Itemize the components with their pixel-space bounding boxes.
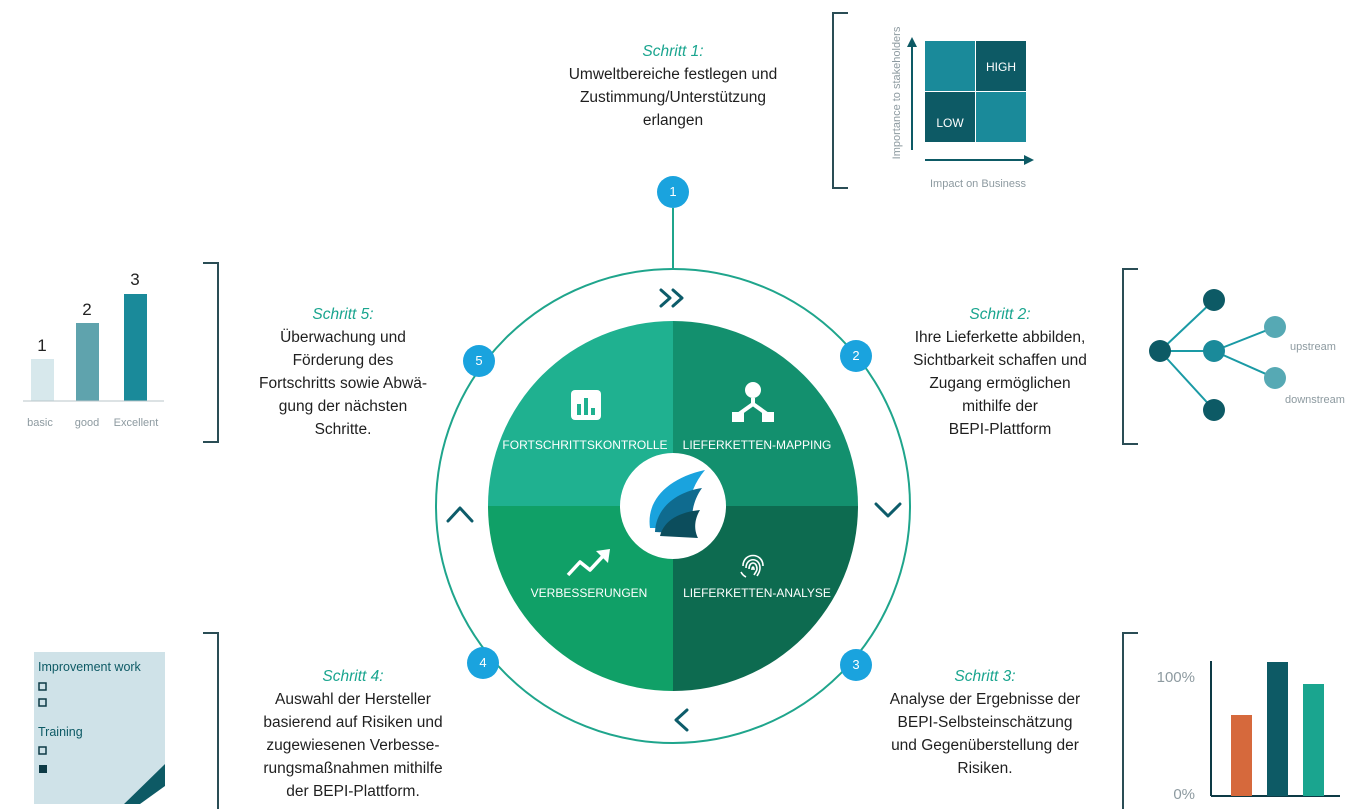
downstream-label: downstream [1285,394,1345,406]
bracket-step4 [203,632,219,809]
step-5-line: Fortschritts sowie Abwä- [259,375,427,392]
checkbox-icon [38,682,47,691]
step-2-line: Ihre Lieferkette abbilden, [914,329,1086,346]
step-4-text: Schritt 4: Auswahl der Hersteller basier… [228,665,478,803]
step-1-title: Schritt 1: [642,43,704,60]
step-4-title: Schritt 4: [322,668,384,685]
step-1-line: Zustimmung/Unterstützung [579,89,767,106]
result-bars: 100% 0% [1157,661,1340,803]
bars-top-label: 100% [1157,669,1195,686]
step-4-line: basierend auf Risiken und [263,714,443,731]
step-2-marker: 2 [840,340,872,372]
step-1-text: Schritt 1: Umweltbereiche festlegen und … [540,40,806,132]
step-4-marker: 4 [467,647,499,679]
step-3-line: BEPI-Selbsteinschätzung [897,714,1073,731]
arrow-right-icon [1024,155,1034,165]
step-1-line: Umweltbereiche festlegen und [568,66,778,83]
checkbox-checked-icon [39,765,47,773]
step-2-line: BEPI-Plattform [948,421,1052,438]
step-4-line: der BEPI-Plattform. [286,783,420,800]
step-5-marker: 5 [463,345,495,377]
supply-chain-tree [1149,289,1286,421]
matrix-x-label: Impact on Business [930,178,1026,190]
step-5-line: Schritte. [314,421,372,438]
checklist-title-training: Training [38,725,83,739]
level-basic-label: basic [27,417,53,429]
bracket-step5 [203,262,219,443]
bracket-step1 [832,12,848,189]
quadrant-analysis [673,506,858,691]
chevron-down-icon [874,502,902,518]
level-excellent-label: Excellent [114,417,159,429]
level-bars: 1 2 3 basic good Excellent [23,270,164,429]
checklist-note: Improvement work Training [34,652,165,804]
quadrant-improvements-label: VERBESSERUNGEN [531,586,648,600]
trend-up-icon [566,549,610,577]
step-4-line: zugewiesenen Verbesse- [266,737,440,754]
step-3-line: Analyse der Ergebnisse der [889,691,1081,708]
checkbox-icon [38,698,47,707]
checklist-title-improvement: Improvement work [38,660,142,674]
bracket-step2 [1122,268,1138,445]
quadrant-analysis-label: LIEFERKETTEN-ANALYSE [683,586,831,600]
step-5-text: Schritt 5: Überwachung und Förderung des… [218,303,468,441]
matrix-high: HIGH [986,60,1016,74]
level-3-value: 3 [130,270,139,289]
quadrant-mapping-label: LIEFERKETTEN-MAPPING [683,438,832,452]
chevron-right-icon [671,288,684,308]
step-4-line: Auswahl der Hersteller [275,691,431,708]
quadrant-improvements [488,506,673,691]
step-5-title: Schritt 5: [312,306,374,323]
step-1-line: erlangen [642,112,704,129]
step-3-line: Risiken. [957,760,1013,777]
step-4-line: rungsmaßnahmen mithilfe [263,760,443,777]
bepi-logo-icon [649,470,705,538]
checkbox-icon [38,746,47,755]
chevron-right-icon [659,288,672,308]
bars-bottom-label: 0% [1173,786,1195,803]
step-2-line: Sichtbarkeit schaffen und [913,352,1087,369]
quadrant-progress-label: FORTSCHRITTSKONTROLLE [502,438,667,452]
outer-ring [435,268,911,744]
step-1-marker: 1 [657,176,689,208]
chevron-up-icon [446,506,474,523]
fingerprint-icon [740,554,764,578]
matrix-low: LOW [936,116,964,130]
step-5-line: gung der nächsten [278,398,408,415]
network-icon [732,382,774,422]
step-2-line: mithilfe der [962,398,1038,415]
chevron-left-icon [674,708,689,732]
level-1-value: 1 [37,336,46,355]
step-3-title: Schritt 3: [954,668,1016,685]
bar-chart-icon [571,390,601,420]
level-2-value: 2 [82,300,91,319]
step-5-line: Überwachung und [280,329,406,346]
step-5-line: Förderung des [292,352,394,369]
matrix-y-label: Importance to stakeholders [891,26,903,159]
bracket-step3 [1122,632,1138,809]
materiality-matrix: HIGH LOW Impact on Business Importance t… [891,26,1034,190]
step-2-text: Schritt 2: Ihre Lieferkette abbilden, Si… [875,303,1125,441]
level-good-label: good [75,417,99,429]
arrow-up-icon [907,37,917,47]
step-2-title: Schritt 2: [969,306,1031,323]
step-3-marker: 3 [840,649,872,681]
upstream-label: upstream [1290,341,1336,353]
step-2-line: Zugang ermöglichen [929,375,1071,392]
step-3-line: und Gegenüberstellung der [891,737,1079,754]
step-3-text: Schritt 3: Analyse der Ergebnisse der BE… [860,665,1110,780]
